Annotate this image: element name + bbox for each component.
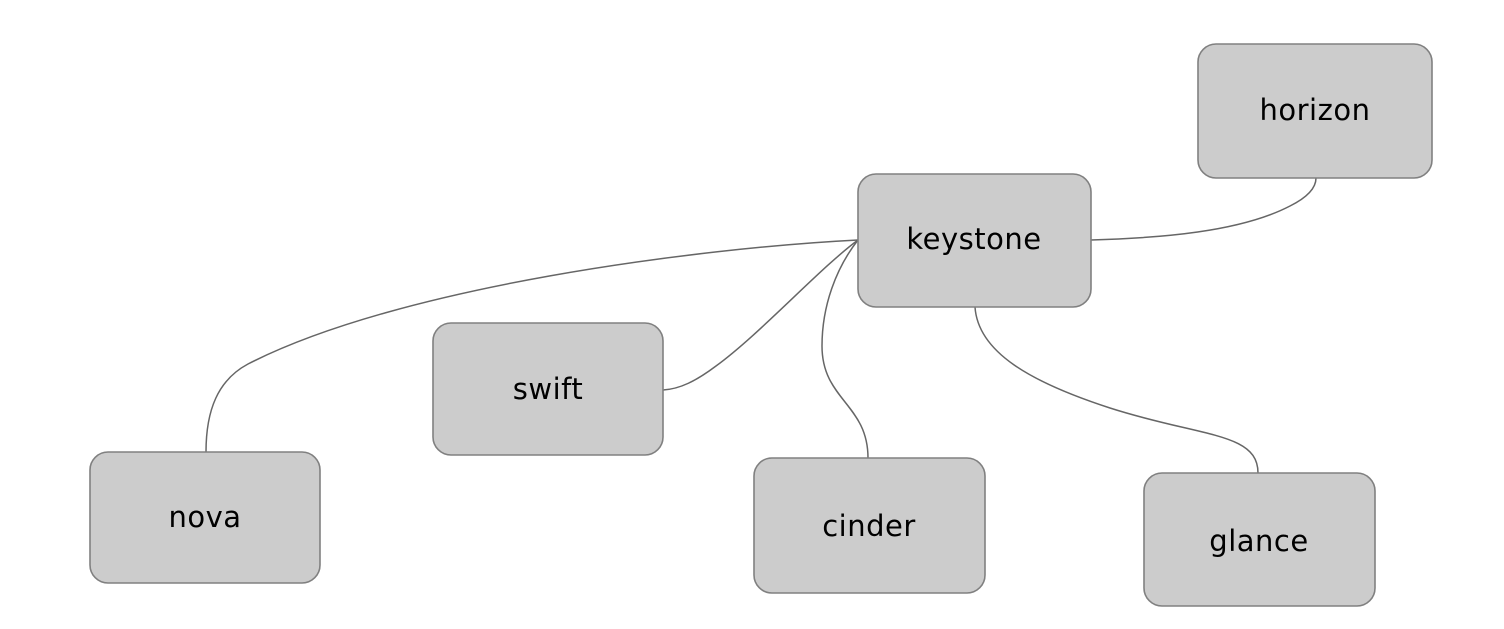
node-cinder[interactable]: cinder [753,457,986,594]
node-box-nova[interactable] [89,451,321,584]
node-nova[interactable]: nova [89,451,321,584]
node-label-glance: glance [1209,524,1308,558]
edge-keystone-horizon[interactable] [1090,177,1317,241]
edge-keystone-nova[interactable] [205,239,859,453]
node-layer: keystone horizon nova swift cinder glance [89,43,1433,607]
edge-layer [205,177,1317,474]
node-label-swift: swift [513,372,583,406]
node-label-nova: nova [168,500,241,534]
node-box-glance[interactable] [1143,472,1376,607]
node-box-horizon[interactable] [1197,43,1433,179]
node-keystone[interactable]: keystone [857,173,1092,308]
node-label-keystone: keystone [906,222,1041,256]
node-box-swift[interactable] [432,322,664,456]
edge-keystone-cinder[interactable] [821,239,869,459]
node-label-cinder: cinder [822,509,916,543]
node-horizon[interactable]: horizon [1197,43,1433,179]
node-box-cinder[interactable] [753,457,986,594]
node-box-keystone[interactable] [857,173,1092,308]
node-label-horizon: horizon [1260,93,1371,127]
edge-keystone-swift[interactable] [662,239,859,391]
edge-keystone-glance[interactable] [974,306,1259,474]
node-glance[interactable]: glance [1143,472,1376,607]
node-swift[interactable]: swift [432,322,664,456]
